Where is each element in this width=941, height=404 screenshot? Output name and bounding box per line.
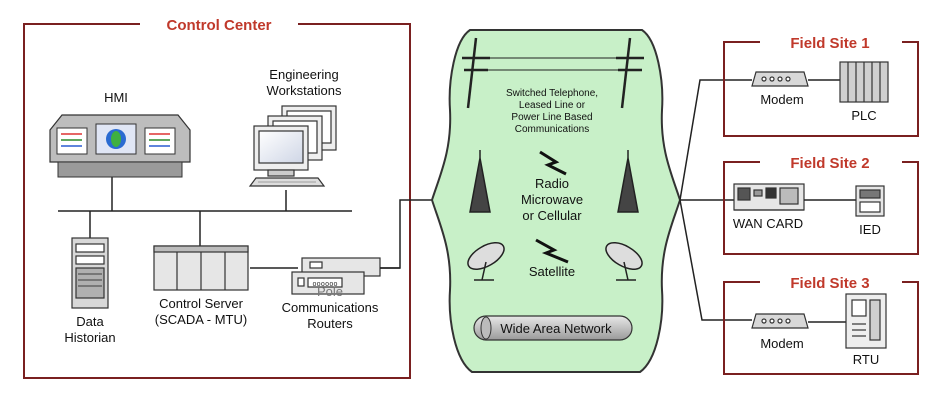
communications-routers-icon: oooooo (291, 257, 381, 295)
server-label-line1: Control Server (159, 296, 243, 311)
data-historian-icon (71, 237, 109, 309)
modem-icon (751, 71, 809, 87)
field-site-1-title: Field Site 1 (790, 35, 869, 52)
engineering-label-line1: Engineering (269, 67, 338, 82)
server-label-line2: (SCADA - MTU) (155, 312, 247, 327)
field-site-1: Field Site 1 Modem PLC (723, 35, 919, 137)
satellite-lightning-icon (535, 238, 569, 264)
radio-lightning-icon (539, 150, 567, 176)
wan-cloud (430, 29, 682, 373)
plc-icon (839, 61, 889, 103)
field-site-1-left-label: Modem (760, 92, 803, 107)
engineering-label-line2: Workstations (267, 83, 342, 98)
control-center-title: Control Center (167, 17, 272, 34)
wan-label: Wide Area Network (500, 321, 612, 336)
historian-label-line1: Data (76, 314, 104, 329)
field-site-3-left-label: Modem (760, 336, 803, 351)
field-site-3-right-label: RTU (853, 352, 879, 367)
wan-card-icon (733, 183, 805, 211)
field-site-3: Field Site 3 Modem RTU (723, 275, 919, 375)
lan-bus (58, 177, 352, 269)
telephone-label-line2: Leased Line or (519, 100, 586, 111)
routers-label-line1: Communications (282, 300, 379, 315)
routers-label-line0: Pole (317, 284, 343, 299)
control-server-icon (153, 245, 249, 291)
field-site-3-title: Field Site 3 (790, 275, 869, 292)
control-center-frame: Control Center (23, 17, 411, 379)
modem-icon (751, 313, 809, 329)
field-site-2-title: Field Site 2 (790, 155, 869, 172)
historian-label-line2: Historian (64, 330, 115, 345)
routers-label-line2: Routers (307, 316, 353, 331)
field-site-2-right-label: IED (859, 222, 881, 237)
telephone-label-line1: Switched Telephone, (506, 88, 598, 99)
field-site-2-left-label: WAN CARD (733, 216, 803, 231)
satellite-label: Satellite (529, 264, 575, 279)
field-site-2: Field Site 2 WAN CARD IED (723, 155, 919, 255)
telephone-label-line3: Power Line Based (511, 112, 592, 123)
ied-icon (855, 185, 885, 217)
satellite-dish-icon (467, 242, 643, 281)
radio-label-line2: Microwave (521, 192, 583, 207)
field-site-1-right-label: PLC (851, 108, 876, 123)
svg-text:oooooo: oooooo (312, 280, 337, 288)
radio-label-line3: or Cellular (522, 208, 582, 223)
telephone-pole-icon (462, 37, 644, 109)
radio-label-line1: Radio (535, 176, 569, 191)
hmi-label: HMI (104, 90, 128, 105)
routers-to-wan-link (380, 199, 432, 269)
hmi-console-icon (49, 114, 191, 178)
wan-label-pill: Wide Area Network (473, 315, 633, 341)
engineering-workstations-icon (248, 105, 337, 187)
rtu-icon (845, 293, 887, 349)
telephone-label-line4: Communications (515, 124, 589, 135)
radio-tower-icon (469, 150, 639, 213)
